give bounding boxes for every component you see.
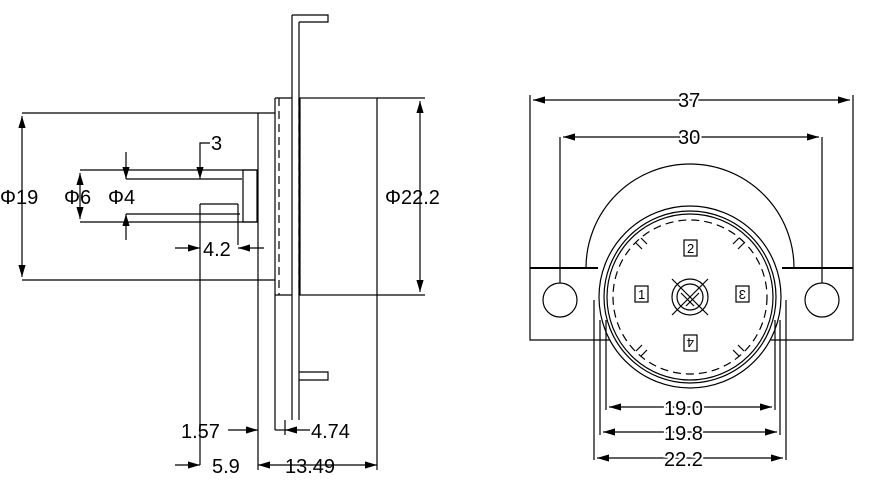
dim-phi22-2: Φ22.2 (385, 187, 440, 209)
dim-phi4: Φ4 (108, 187, 135, 209)
front-view: 1 2 3 4 37 30 19.0 19.8 22.2 (529, 88, 854, 473)
side-view: Φ19 Φ6 Φ4 3 4.2 Φ22.2 1.57 4.74 5.9 13.4… (0, 14, 440, 478)
dim-19-8: 19.8 (664, 423, 703, 445)
dim-13-49: 13.49 (285, 456, 335, 478)
pin-label-1: 1 (638, 287, 645, 302)
dim-37: 37 (678, 90, 700, 112)
pin-label-2: 2 (687, 241, 694, 256)
dim-5-9: 5.9 (212, 456, 240, 478)
dim-4-74: 4.74 (311, 421, 350, 443)
dim-30: 30 (678, 127, 700, 149)
dim-shaft-len: 4.2 (203, 239, 231, 261)
dim-phi19: Φ19 (0, 187, 38, 209)
dim-19-0: 19.0 (664, 398, 703, 420)
dim-phi6: Φ6 (64, 187, 91, 209)
dim-22-2: 22.2 (664, 449, 703, 471)
pin-label-4: 4 (687, 335, 694, 350)
dim-1-57: 1.57 (181, 421, 220, 443)
dim-depth: 3 (211, 133, 222, 155)
pin-label-3: 3 (739, 287, 746, 302)
